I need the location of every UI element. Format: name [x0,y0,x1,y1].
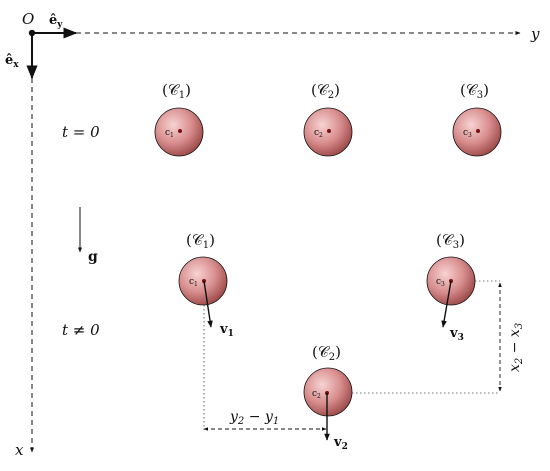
sphere-initial-3: c3 (𝒞3) [452,81,502,157]
center-label: c3 [463,128,472,139]
velocity-arrow [203,280,213,328]
center-label: c2 [312,389,321,400]
sphere-label: (𝒞2) [311,81,340,101]
velocity-label: v1 [219,322,234,339]
sphere-label: (𝒞2) [312,343,341,363]
time-label-later: t ≠ 0 [62,321,100,339]
sphere-label: (𝒞1) [186,231,215,251]
sphere-initial-1: c1 (𝒞1) [154,81,204,157]
center-label: c1 [189,277,198,288]
velocity-label: v2 [333,435,348,452]
sphere-label: (𝒞3) [436,231,465,251]
dimension-label-y: y2 − y1 [229,409,279,427]
origin-label: O [22,10,34,28]
sphere-later-3: c3 (𝒞3) v3 [426,231,476,343]
center-dot [178,129,182,133]
dimension-label-x: x2 − x3 [507,323,525,372]
sphere-label: (𝒞3) [460,81,489,101]
origin-dot [28,29,36,37]
gravity-label: g [88,249,98,265]
velocity-label: v3 [449,326,464,343]
center-dot [476,129,480,133]
ey-label: êy [49,13,63,30]
center-dot [327,129,331,133]
time-label-initial: t = 0 [62,123,100,141]
sphere-later-2: c2 (𝒞2) v2 [303,343,353,452]
sphere-initial-2: c2 (𝒞2) [303,81,353,157]
y-axis-label: y [530,25,540,43]
x-axis-label: x [15,441,24,459]
center-label: c1 [165,128,174,139]
center-label: c2 [314,128,323,139]
sphere-label: (𝒞1) [162,81,191,101]
sphere-later-1: c1 (𝒞1) v1 [178,231,234,339]
ex-label: êx [5,53,19,70]
center-label: c3 [436,277,445,288]
velocity-arrow [441,280,452,328]
